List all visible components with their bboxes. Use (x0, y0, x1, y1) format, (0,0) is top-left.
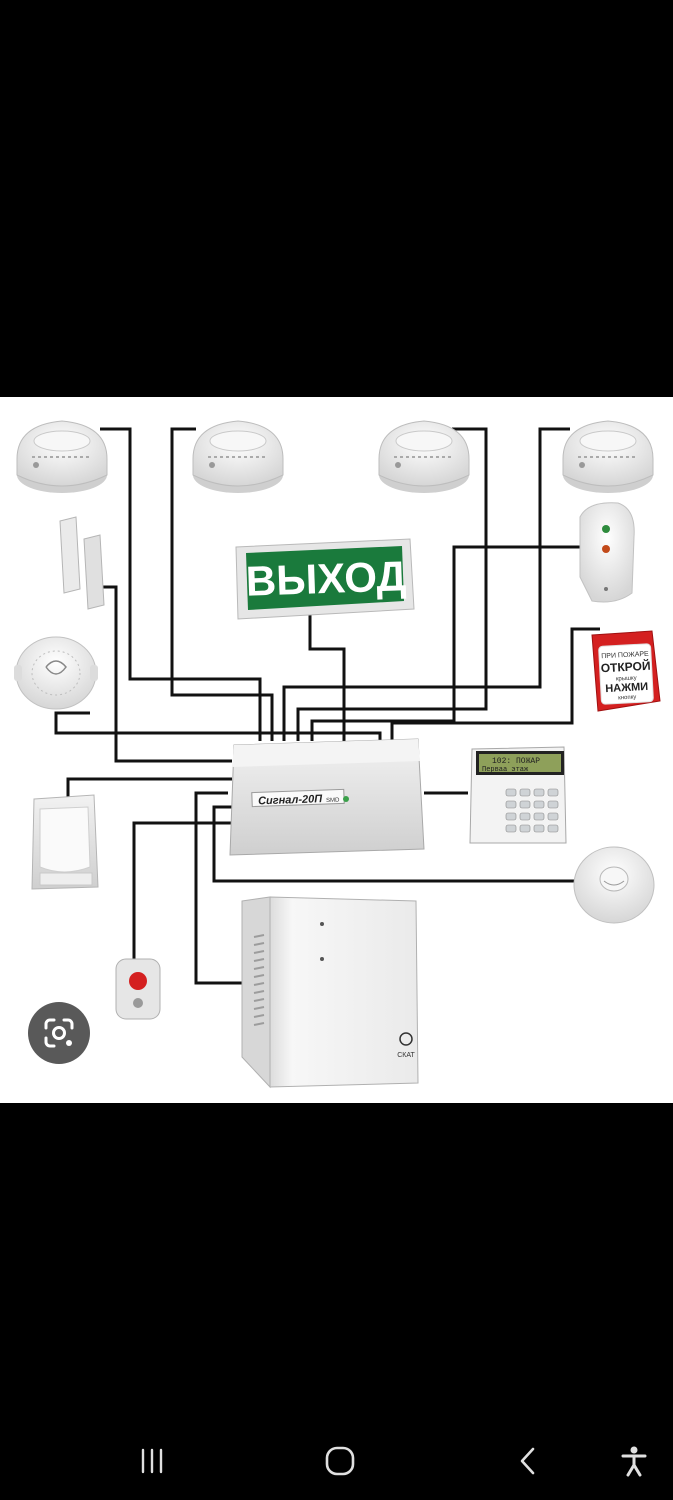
manual-call-point: ПРИ ПОЖАРЕ ОТКРОЙ крышку НАЖМИ кнопку (591, 630, 661, 712)
google-lens-icon (44, 1018, 74, 1048)
google-lens-button[interactable] (28, 1002, 90, 1064)
smoke-detector-1 (16, 420, 108, 493)
call-point-line-5: кнопку (618, 694, 637, 701)
call-point-line-4: НАЖМИ (605, 681, 649, 695)
home-button[interactable] (310, 1441, 370, 1481)
motion-detector (31, 794, 99, 890)
accessibility-icon (621, 1446, 647, 1477)
smoke-detector-3 (378, 420, 470, 493)
back-button[interactable] (498, 1441, 558, 1481)
smoke-detector-4 (562, 420, 654, 493)
control-panel: Сигнал-20П SMD (229, 738, 425, 856)
keypad-display-line-1: 102: ПОЖАР (492, 757, 540, 766)
alarm-indicator (579, 502, 635, 603)
ceiling-motion-detector (573, 846, 655, 924)
recents-icon (141, 1448, 163, 1474)
accessibility-button[interactable] (604, 1441, 664, 1481)
keypad-display-line-2: Перваа этаж (482, 766, 529, 774)
recents-button[interactable] (122, 1441, 182, 1481)
wiring (54, 427, 600, 985)
image-viewer[interactable]: ВЫХОД ПРИ ПОЖАРЕ ОТКРОЙ крышку НАЖМИ кно… (0, 397, 673, 1103)
panic-button (115, 958, 161, 1020)
psu-brand: СКАТ (397, 1052, 415, 1059)
smoke-detector-2 (192, 420, 284, 493)
exit-sign: ВЫХОД (235, 538, 415, 620)
home-icon (325, 1446, 355, 1476)
power-supply: СКАТ (241, 896, 419, 1089)
lcd-keypad: 102: ПОЖАР Перваа этаж (469, 746, 567, 844)
security-system-diagram: ВЫХОД ПРИ ПОЖАРЕ ОТКРОЙ крышку НАЖМИ кно… (14, 420, 661, 1089)
call-point-line-1: ПРИ ПОЖАРЕ (601, 651, 649, 660)
call-point-line-2: ОТКРОЙ (600, 658, 651, 676)
back-icon (520, 1447, 535, 1475)
exit-sign-text: ВЫХОД (245, 552, 407, 605)
panel-label-suffix: SMD (326, 798, 340, 804)
sounder (14, 636, 98, 710)
call-point-line-3: крышку (616, 675, 637, 682)
navigation-bar (0, 1415, 673, 1500)
panel-label: Сигнал-20П (258, 793, 324, 807)
magnetic-contact (59, 516, 105, 610)
